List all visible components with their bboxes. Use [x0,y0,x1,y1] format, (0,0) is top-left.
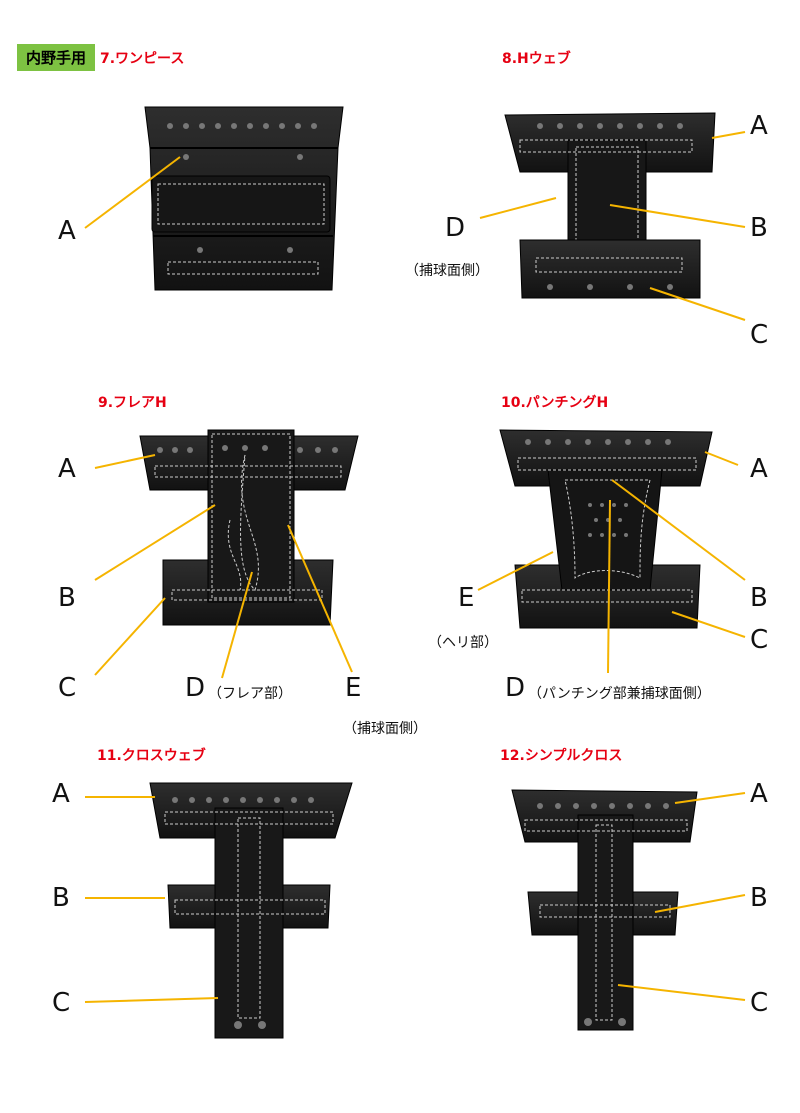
label-9-E: E [345,673,362,703]
label-8-B: B [750,213,768,243]
web-7-holes [167,123,317,253]
section-title-10: 10.パンチングH [501,395,609,411]
label-8-D: D [445,213,466,243]
section-title-7: 7.ワンピース [100,51,185,67]
label-10-E: E [458,583,475,613]
label-9-C: C [58,673,77,703]
infielder-badge: 内野手用 [17,44,95,71]
web-7-one-piece [144,106,344,291]
note-10-punching-part: （パンチング部兼捕球面側） [528,686,711,702]
label-10-B: B [750,583,768,613]
web-12-simple-cross [511,789,698,1031]
section-title-9: 9.フレアH [98,395,167,411]
label-12-A: A [750,779,768,809]
note-8-catch-side: （捕球面側） [405,263,489,279]
label-9-A: A [58,454,76,484]
label-11-A: A [52,779,70,809]
note-10-edge-part: （ヘリ部） [428,635,498,651]
label-12-B: B [750,883,768,913]
label-10-D: D [505,673,526,703]
web-11-cross-web [149,782,353,1039]
web-9-flare-h [139,429,359,626]
note-9-catch-side: （捕球面側） [343,721,427,737]
label-11-B: B [52,883,70,913]
label-11-C: C [52,988,71,1018]
web-8-h-web [504,112,716,299]
label-10-C: C [750,625,769,655]
web-10-punching-h [499,429,713,629]
label-8-A: A [750,111,768,141]
section-title-12: 12.シンプルクロス [500,748,623,764]
label-7-A: A [58,216,76,246]
label-9-B: B [58,583,76,613]
label-8-C: C [750,320,769,350]
note-9-flare-part: （フレア部） [208,686,292,702]
label-12-C: C [750,988,769,1018]
label-10-A: A [750,454,768,484]
section-title-8: 8.Hウェブ [502,51,571,67]
section-title-11: 11.クロスウェブ [97,748,206,764]
pointer-arrows [84,131,746,1003]
label-9-D: D [185,673,206,703]
